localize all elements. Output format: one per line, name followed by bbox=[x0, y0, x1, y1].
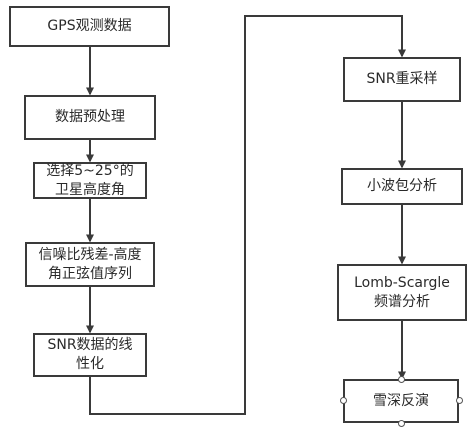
node-gps-data-label: GPS观测数据 bbox=[47, 18, 132, 34]
resize-handle-top[interactable] bbox=[398, 376, 405, 383]
node-resample-label: SNR重采样 bbox=[366, 71, 438, 87]
node-inversion-label: 雪深反演 bbox=[373, 392, 429, 409]
node-wavelet: 小波包分析 bbox=[341, 168, 463, 205]
node-linearize-line2: 性化 bbox=[76, 356, 104, 372]
resize-handle-bottom[interactable] bbox=[398, 420, 405, 427]
node-wavelet-label: 小波包分析 bbox=[367, 178, 437, 194]
node-residual-line2: 角正弦值序列 bbox=[48, 265, 132, 282]
node-linearize-line1: SNR数据的线 bbox=[47, 337, 133, 353]
node-linearize: SNR数据的线 性化 bbox=[33, 333, 147, 377]
node-gps-data: GPS观测数据 bbox=[9, 6, 170, 47]
connector-left-to-right bbox=[89, 15, 406, 415]
node-lomb-scargle: Lomb-Scargle 频谱分析 bbox=[337, 264, 467, 321]
node-preprocess-label: 数据预处理 bbox=[55, 109, 125, 125]
node-select-angle-line1: 选择5~25°的 bbox=[46, 162, 134, 179]
node-select-angle: 选择5~25°的 卫星高度角 bbox=[33, 162, 147, 199]
node-lomb-line1: Lomb-Scargle bbox=[354, 274, 450, 291]
node-preprocess: 数据预处理 bbox=[24, 95, 156, 140]
resize-handle-right[interactable] bbox=[456, 397, 463, 404]
node-residual-line1: 信噪比残差-高度 bbox=[38, 246, 142, 263]
node-lomb-line2: 频谱分析 bbox=[374, 293, 430, 310]
node-resample: SNR重采样 bbox=[343, 57, 461, 102]
node-snow-depth-inversion: 雪深反演 bbox=[343, 379, 459, 423]
resize-handle-left[interactable] bbox=[340, 397, 347, 404]
node-select-angle-line2: 卫星高度角 bbox=[55, 181, 125, 198]
node-residual-series: 信噪比残差-高度 角正弦值序列 bbox=[25, 242, 155, 287]
